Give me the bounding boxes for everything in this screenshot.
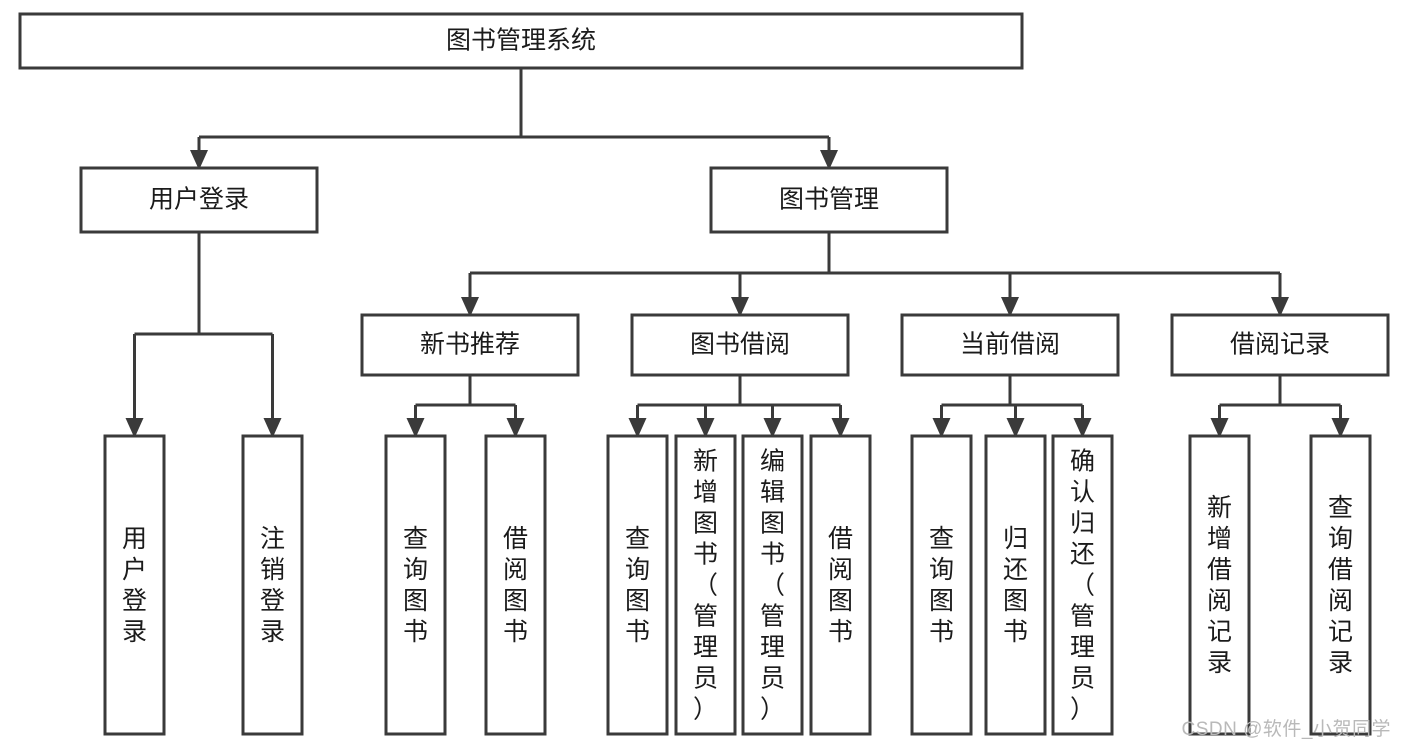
node-label-leaf-edit-book: 编辑图书（管理员） (760, 448, 785, 724)
arrow-head-icon (125, 418, 144, 438)
node-label-new-book-recommend: 新书推荐 (420, 331, 520, 359)
node-box-leaf-add-book[interactable] (674, 434, 737, 736)
node-box-leaf-edit-book[interactable] (741, 434, 804, 736)
node-box-leaf-confirm-return[interactable] (1051, 434, 1114, 736)
node-leaf-add-record[interactable]: 新增借阅记录 (1188, 434, 1251, 736)
arrow-head-icon (190, 150, 208, 170)
node-new-book-recommend[interactable]: 新书推荐 (360, 313, 580, 377)
node-box-root[interactable] (18, 12, 1024, 70)
node-leaf-return-book[interactable]: 归还图书 (984, 434, 1047, 736)
node-book-management[interactable]: 图书管理 (709, 166, 949, 234)
node-leaf-query-record[interactable]: 查询借阅记录 (1309, 434, 1372, 736)
arrow-head-icon (506, 418, 525, 438)
node-label-leaf-return-book: 归还图书 (1003, 525, 1028, 646)
node-leaf-edit-book[interactable]: 编辑图书（管理员） (741, 434, 804, 736)
connector-group-root (190, 68, 838, 170)
node-user-login[interactable]: 用户登录 (79, 166, 319, 234)
node-label-leaf-user-login: 用户登录 (122, 525, 147, 646)
node-leaf-add-book[interactable]: 新增图书（管理员） (674, 434, 737, 736)
arrow-head-icon (696, 418, 715, 438)
node-leaf-query-books-recommend[interactable]: 查询图书 (384, 434, 447, 736)
node-label-leaf-logout: 注销登录 (260, 525, 285, 646)
node-root[interactable]: 图书管理系统 (18, 12, 1024, 70)
node-label-leaf-query-record: 查询借阅记录 (1328, 494, 1353, 677)
node-box-leaf-user-login[interactable] (103, 434, 166, 736)
arrow-head-icon (820, 150, 838, 170)
arrow-head-icon (932, 418, 951, 438)
csdn-watermark: CSDN @软件_小贺同学 (1181, 719, 1391, 740)
node-box-user-login[interactable] (79, 166, 319, 234)
connector-group-borrow-records (1210, 375, 1350, 438)
node-label-leaf-query-books-current: 查询图书 (929, 525, 954, 646)
node-box-leaf-query-books-borrow[interactable] (606, 434, 669, 736)
node-box-current-borrow[interactable] (900, 313, 1120, 377)
arrow-head-icon (763, 418, 782, 438)
node-leaf-logout[interactable]: 注销登录 (241, 434, 304, 736)
arrow-head-icon (831, 418, 850, 438)
node-label-leaf-query-books-borrow: 查询图书 (625, 525, 650, 646)
connector-group-current-borrow (932, 375, 1092, 438)
node-label-leaf-confirm-return: 确认归还（管理员） (1070, 448, 1095, 724)
node-leaf-query-books-borrow[interactable]: 查询图书 (606, 434, 669, 736)
node-label-leaf-add-record: 新增借阅记录 (1207, 494, 1232, 677)
node-box-borrow-records[interactable] (1170, 313, 1390, 377)
arrow-head-icon (731, 297, 749, 317)
node-box-book-borrow[interactable] (630, 313, 850, 377)
connector-group-user-login (125, 232, 282, 438)
arrow-head-icon (1210, 418, 1229, 438)
connector-layer (125, 68, 1350, 438)
node-box-leaf-borrow-books-recommend[interactable] (484, 434, 547, 736)
node-box-leaf-query-books-current[interactable] (910, 434, 973, 736)
node-label-leaf-borrow-books-recommend: 借阅图书 (503, 525, 528, 646)
arrow-head-icon (1006, 418, 1025, 438)
node-label-book-borrow: 图书借阅 (690, 331, 790, 359)
node-leaf-borrow-book[interactable]: 借阅图书 (809, 434, 872, 736)
node-box-leaf-add-record[interactable] (1188, 434, 1251, 736)
node-layer: 图书管理系统用户登录图书管理新书推荐图书借阅当前借阅借阅记录用户登录注销登录查询… (18, 12, 1390, 736)
connector-group-book-borrow (628, 375, 850, 438)
arrow-head-icon (1271, 297, 1289, 317)
arrow-head-icon (263, 418, 282, 438)
node-label-borrow-records: 借阅记录 (1230, 331, 1330, 359)
node-box-book-management[interactable] (709, 166, 949, 234)
node-current-borrow[interactable]: 当前借阅 (900, 313, 1120, 377)
node-box-leaf-borrow-book[interactable] (809, 434, 872, 736)
arrow-head-icon (1001, 297, 1019, 317)
connector-group-book-management (461, 232, 1289, 317)
connector-group-new-book-recommend (406, 375, 525, 438)
node-leaf-confirm-return[interactable]: 确认归还（管理员） (1051, 434, 1114, 736)
node-box-leaf-query-books-recommend[interactable] (384, 434, 447, 736)
node-label-root: 图书管理系统 (446, 27, 596, 55)
arrow-head-icon (1331, 418, 1350, 438)
arrow-head-icon (461, 297, 479, 317)
node-box-leaf-return-book[interactable] (984, 434, 1047, 736)
node-label-book-management: 图书管理 (779, 186, 879, 214)
node-label-leaf-add-book: 新增图书（管理员） (693, 448, 718, 724)
arrow-head-icon (1073, 418, 1092, 438)
node-leaf-borrow-books-recommend[interactable]: 借阅图书 (484, 434, 547, 736)
arrow-head-icon (406, 418, 425, 438)
node-box-leaf-query-record[interactable] (1309, 434, 1372, 736)
node-label-user-login: 用户登录 (149, 186, 249, 214)
arrow-head-icon (628, 418, 647, 438)
node-book-borrow[interactable]: 图书借阅 (630, 313, 850, 377)
node-leaf-query-books-current[interactable]: 查询图书 (910, 434, 973, 736)
node-box-leaf-logout[interactable] (241, 434, 304, 736)
node-borrow-records[interactable]: 借阅记录 (1170, 313, 1390, 377)
node-label-current-borrow: 当前借阅 (960, 331, 1060, 359)
node-box-new-book-recommend[interactable] (360, 313, 580, 377)
node-label-leaf-borrow-book: 借阅图书 (828, 525, 853, 646)
node-leaf-user-login[interactable]: 用户登录 (103, 434, 166, 736)
node-label-leaf-query-books-recommend: 查询图书 (403, 525, 428, 646)
